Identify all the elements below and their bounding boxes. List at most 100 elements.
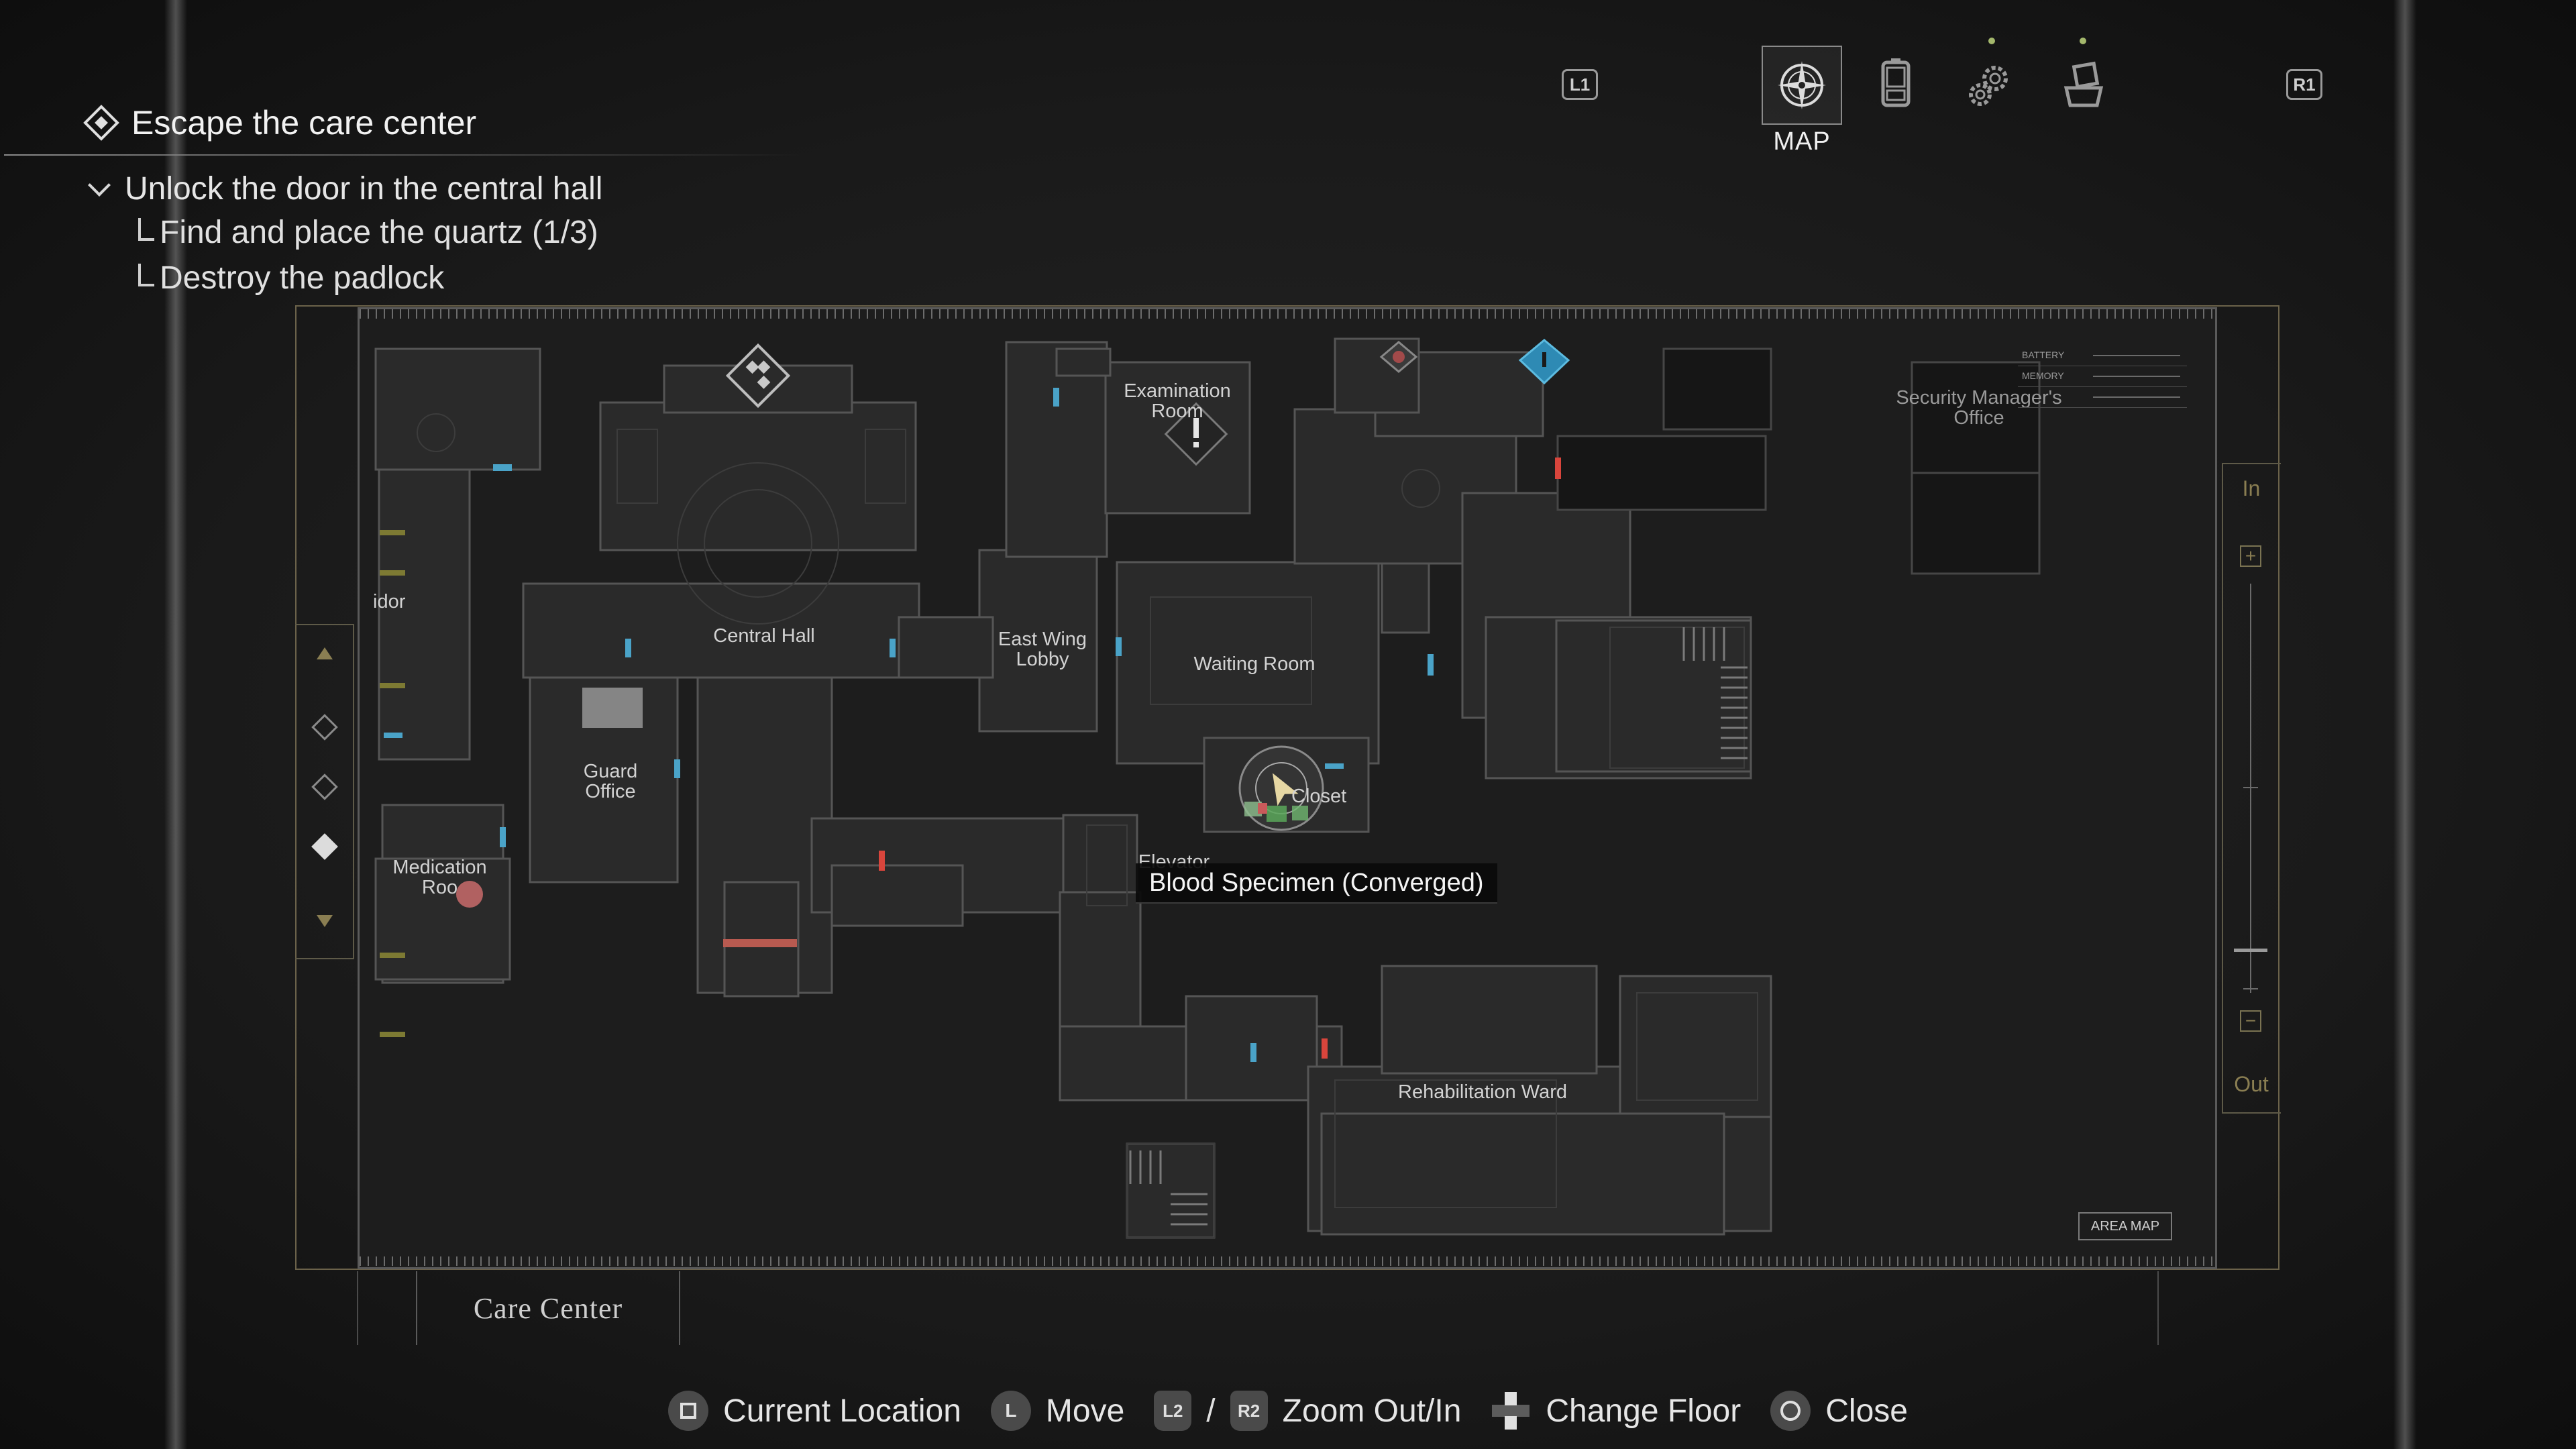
room-label-east-wing-lobby: East Wing Lobby <box>998 629 1087 670</box>
floor-option[interactable] <box>311 713 339 741</box>
area-map-badge: AREA MAP <box>2078 1212 2172 1240</box>
memory-row: MEMORY <box>2018 366 2187 387</box>
memory-label: MEMORY <box>2022 370 2064 381</box>
change-floor-control[interactable]: Change Floor <box>1491 1391 1741 1431</box>
controls-bar: Current Location L Move L2 / R2 Zoom Out… <box>0 1387 2576 1434</box>
floor-up-button[interactable] <box>311 639 339 667</box>
objective-divider <box>4 154 806 156</box>
inventory-icon <box>2063 61 2104 107</box>
tab-map[interactable] <box>1762 46 1842 125</box>
inventory-notification-dot <box>2080 38 2086 44</box>
gear-icon <box>1969 66 2008 106</box>
move-label: Move <box>1045 1393 1125 1429</box>
zoom-rail <box>2222 463 2281 1114</box>
zoom-separator: / <box>1206 1393 1216 1429</box>
l2-trigger-icon: L2 <box>1154 1391 1192 1431</box>
room-label-guard-office: Guard Office <box>583 761 638 802</box>
map-ruler-top <box>360 309 2215 319</box>
room-label-security-office: Security Manager's Office <box>1896 387 2062 429</box>
main-objective: Escape the care center <box>82 99 806 146</box>
objective-step: Find and place the quartz (1/3) <box>82 209 806 255</box>
zoom-tick <box>2243 988 2258 989</box>
battery-bar <box>2093 355 2180 356</box>
left-stick-glyph: L <box>1005 1400 1017 1421</box>
medication-item-icon <box>456 881 483 908</box>
zoom-slider-track[interactable] <box>2250 584 2251 993</box>
r1-shoulder-button[interactable]: R1 <box>2286 69 2322 100</box>
right-light-streak <box>2394 0 2416 1449</box>
room-label-waiting-room: Waiting Room <box>1193 653 1316 675</box>
bottom-frame-edge <box>357 1271 358 1345</box>
tree-branch-icon <box>138 264 154 286</box>
objective-step-text: Destroy the padlock <box>160 260 445 296</box>
floor-diamond-icon <box>311 714 338 741</box>
zoom-in-label: In <box>2242 476 2261 500</box>
zoom-control[interactable]: L2 / R2 Zoom Out/In <box>1154 1391 1461 1431</box>
status-extra-bar <box>2093 396 2180 398</box>
status-extra-row <box>2018 387 2187 408</box>
zoom-in-button[interactable]: + <box>2240 545 2261 567</box>
move-control[interactable]: L Move <box>990 1391 1125 1431</box>
arrow-down-icon <box>317 915 333 927</box>
tab-map-label: MAP <box>1773 127 1831 156</box>
room-label-closet: Closet <box>1291 786 1347 807</box>
tab-gear[interactable] <box>1949 46 2030 125</box>
objective-marker-icon <box>1518 339 1570 385</box>
tree-branch-icon <box>138 218 154 241</box>
arrow-up-icon <box>317 647 333 659</box>
zoom-out-button[interactable]: − <box>2240 1010 2261 1032</box>
zoom-slider-handle[interactable] <box>2234 949 2267 952</box>
zoom-label: Zoom Out/In <box>1282 1393 1462 1429</box>
room-label-corridor: idor <box>373 591 406 612</box>
l1-shoulder-button[interactable]: L1 <box>1562 69 1598 100</box>
map-outer-frame <box>295 305 2279 1270</box>
close-label: Close <box>1825 1393 1908 1429</box>
battery-row: BATTERY <box>2018 345 2187 366</box>
floor-option-current[interactable] <box>311 833 339 861</box>
zoom-tick <box>2243 787 2258 788</box>
sub-objective: Unlock the door in the central hall <box>82 168 806 209</box>
main-objective-text: Escape the care center <box>131 104 477 142</box>
alert-marker-icon <box>1164 402 1228 466</box>
room-label-examination-room: Examination Room <box>1124 380 1231 422</box>
square-button-icon <box>668 1391 709 1431</box>
current-location-control[interactable]: Current Location <box>668 1391 961 1431</box>
bottom-frame-edge <box>2157 1271 2159 1345</box>
item-tooltip: Blood Specimen (Converged) <box>1136 863 1497 904</box>
area-tab[interactable] <box>416 1271 680 1345</box>
area-name: Care Center <box>473 1292 623 1325</box>
objectives-panel: Escape the care center Unlock the door i… <box>4 99 806 301</box>
room-label-central-hall: Central Hall <box>713 625 815 647</box>
item-marker-icon <box>1379 341 1418 373</box>
current-location-label: Current Location <box>723 1393 961 1429</box>
tab-files[interactable] <box>1856 46 1936 125</box>
objective-step-text: Find and place the quartz (1/3) <box>160 214 598 250</box>
dpad-icon <box>1491 1391 1531 1431</box>
tab-inventory[interactable] <box>2043 46 2124 125</box>
gear-notification-dot <box>1988 38 1995 44</box>
floor-option[interactable] <box>311 773 339 801</box>
close-control[interactable]: Close <box>1770 1391 1908 1431</box>
status-panel: BATTERY MEMORY <box>2018 345 2187 408</box>
battery-label: BATTERY <box>2022 350 2065 360</box>
left-stick-icon: L <box>990 1391 1031 1431</box>
room-label-rehabilitation-ward: Rehabilitation Ward <box>1398 1081 1567 1103</box>
zoom-out-label: Out <box>2234 1072 2269 1096</box>
current-floor-diamond-icon <box>311 833 338 860</box>
floor-selector <box>295 624 354 959</box>
map-ruler-bottom <box>360 1256 2215 1266</box>
memory-bar <box>2093 376 2180 377</box>
files-icon <box>1881 58 1911 107</box>
floor-down-button[interactable] <box>311 907 339 935</box>
compass-icon <box>1778 61 1826 109</box>
change-floor-label: Change Floor <box>1546 1393 1741 1429</box>
circle-button-icon <box>1770 1391 1811 1431</box>
left-light-streak <box>164 0 187 1449</box>
floor-diamond-icon <box>311 773 338 800</box>
room-label-medication-room: Medication Roo <box>392 857 487 898</box>
player-location-icon <box>1238 745 1324 831</box>
r2-trigger-icon: R2 <box>1230 1391 1268 1431</box>
save-room-icon <box>725 343 791 409</box>
sub-objective-text: Unlock the door in the central hall <box>125 170 603 207</box>
